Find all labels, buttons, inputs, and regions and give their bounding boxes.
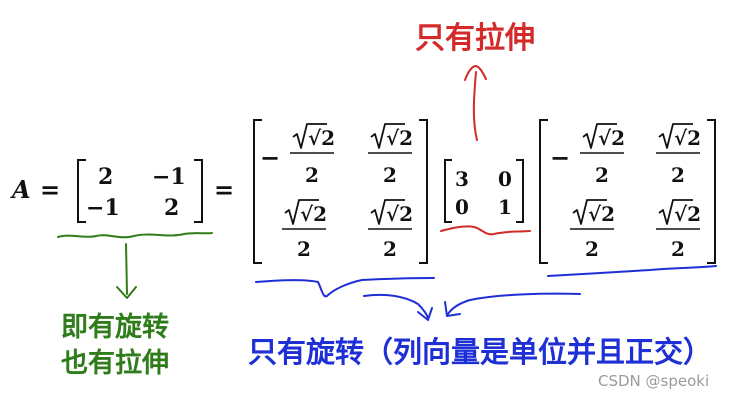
denominator: 2 bbox=[595, 163, 609, 187]
equals-sign-2: = bbox=[214, 175, 234, 204]
radicand: √2 bbox=[308, 126, 335, 150]
green-underline bbox=[57, 232, 213, 239]
radicand: √2 bbox=[588, 202, 615, 226]
matrix-v-left-bracket bbox=[539, 119, 548, 264]
matrix-sigma: 3 0 0 1 bbox=[444, 159, 524, 223]
matrix-a-cell-12: −1 bbox=[152, 164, 186, 190]
sqrt-icon bbox=[370, 199, 405, 225]
label-rotate-only: 只有旋转（列向量是单位并且正交） bbox=[248, 335, 712, 369]
radicand: √2 bbox=[386, 126, 413, 150]
matrix-a-cell-11: 2 bbox=[98, 164, 113, 190]
matrix-sigma-cell-12: 0 bbox=[498, 167, 512, 191]
sqrt-icon bbox=[658, 123, 693, 149]
red-arrow-head-icon bbox=[464, 65, 487, 81]
green-arrow-head-icon bbox=[116, 286, 137, 299]
denominator: 2 bbox=[585, 237, 599, 261]
matrix-sigma-right-bracket bbox=[516, 159, 524, 223]
matrix-v-cell-21: √2 2 bbox=[570, 199, 615, 261]
matrix-u-left-bracket bbox=[253, 119, 262, 264]
matrix-v-cell-12: √2 2 bbox=[656, 123, 701, 187]
denominator: 2 bbox=[305, 163, 319, 187]
radicand: √2 bbox=[386, 202, 413, 226]
matrix-a-annotation: 即有旋转 也有拉伸 bbox=[57, 232, 213, 379]
matrix-u-cell-12: √2 2 bbox=[368, 123, 413, 187]
matrix-a: 2 −1 −1 2 bbox=[77, 159, 203, 223]
denominator: 2 bbox=[383, 237, 397, 261]
blue-arrow-left-head-icon bbox=[417, 307, 433, 321]
red-arrow-shaft bbox=[472, 71, 478, 141]
orthogonal-annotation: 只有旋转（列向量是单位并且正交） bbox=[248, 265, 717, 369]
matrix-v-cell-22: √2 2 bbox=[656, 199, 701, 261]
blue-arrow-right-shaft bbox=[447, 292, 581, 315]
matrix-a-symbol: A bbox=[10, 175, 31, 204]
red-underline bbox=[440, 225, 531, 236]
blue-underline-u bbox=[255, 277, 435, 298]
matrix-v-cell-11: √2 2 bbox=[580, 123, 625, 187]
sqrt-icon bbox=[582, 123, 617, 149]
blue-arrow-left-shaft bbox=[363, 293, 429, 319]
matrix-sigma-left-bracket bbox=[444, 159, 452, 223]
denominator: 2 bbox=[671, 163, 685, 187]
matrix-v-right-bracket bbox=[707, 119, 716, 264]
sqrt-icon bbox=[284, 199, 319, 225]
sqrt-icon bbox=[370, 123, 405, 149]
matrix-sigma-cell-22: 1 bbox=[498, 195, 512, 219]
sqrt-icon bbox=[658, 199, 693, 225]
denominator: 2 bbox=[383, 163, 397, 187]
blue-underline-v bbox=[547, 265, 717, 277]
label-stretch-only: 只有拉伸 bbox=[415, 21, 535, 56]
radicand: √2 bbox=[598, 126, 625, 150]
radicand: √2 bbox=[674, 126, 701, 150]
matrix-u-cell-21: √2 2 bbox=[282, 199, 327, 261]
matrix-sigma-cell-21: 0 bbox=[455, 195, 469, 219]
matrix-u-cell-11: √2 2 bbox=[290, 123, 335, 187]
watermark: CSDN @speoki bbox=[598, 372, 709, 390]
sigma-annotation: 只有拉伸 bbox=[415, 21, 535, 236]
matrix-a-cell-21: −1 bbox=[86, 195, 120, 221]
equals-sign-1: = bbox=[40, 175, 60, 204]
label-rotate-and-stretch-line1: 即有旋转 bbox=[61, 312, 169, 343]
sqrt-icon bbox=[572, 199, 607, 225]
matrix-sigma-cell-11: 3 bbox=[455, 167, 469, 191]
denominator: 2 bbox=[297, 237, 311, 261]
matrix-v-transpose: − √2 2 √2 2 √2 2 √2 2 bbox=[539, 119, 716, 264]
matrix-u-minus-sign: − bbox=[260, 143, 280, 172]
matrix-a-left-bracket bbox=[77, 159, 86, 223]
blue-arrow-right-head-icon bbox=[444, 301, 461, 317]
matrix-a-cell-22: 2 bbox=[164, 195, 179, 221]
radicand: √2 bbox=[300, 202, 327, 226]
matrix-a-right-bracket bbox=[194, 159, 203, 223]
denominator: 2 bbox=[671, 237, 685, 261]
sqrt-icon bbox=[292, 123, 327, 149]
label-rotate-and-stretch-line2: 也有拉伸 bbox=[61, 347, 169, 379]
matrix-v-minus-sign: − bbox=[550, 143, 570, 172]
matrix-u-cell-22: √2 2 bbox=[368, 199, 413, 261]
green-arrow-shaft bbox=[125, 243, 128, 295]
matrix-u: − √2 2 √2 2 √2 2 √2 2 bbox=[253, 119, 428, 264]
matrix-u-right-bracket bbox=[419, 119, 428, 264]
radicand: √2 bbox=[674, 202, 701, 226]
